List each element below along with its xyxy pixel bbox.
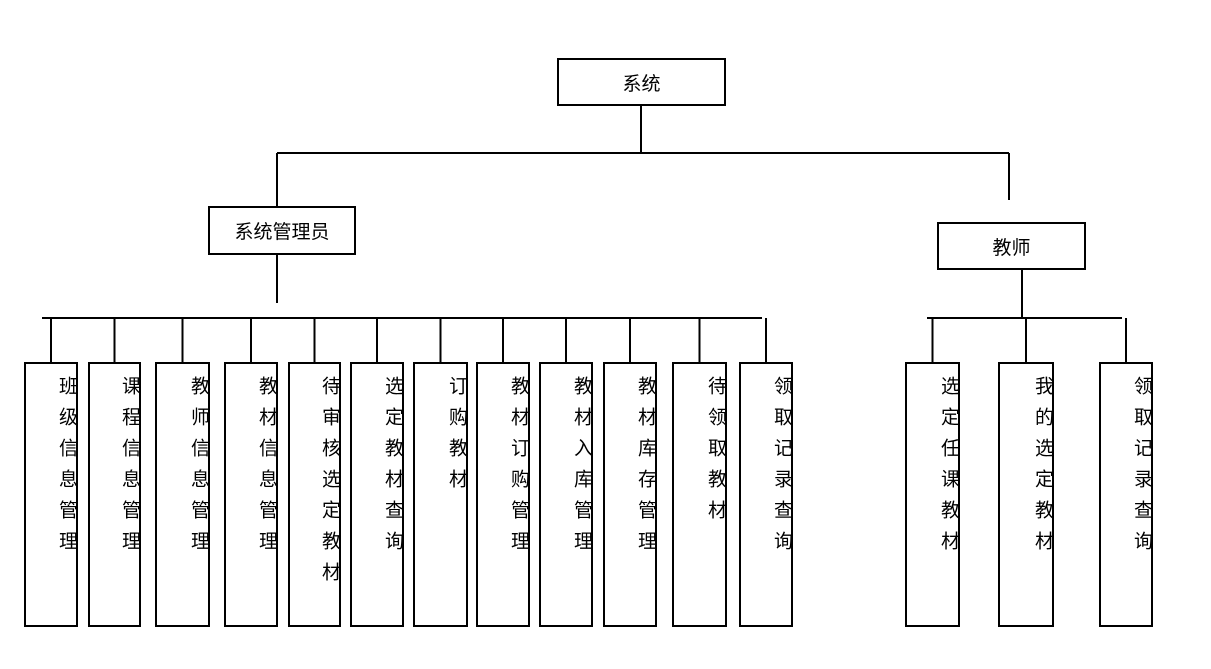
root-system-node: 系统 <box>557 58 726 106</box>
teacher-function-node: 我的选定教材 <box>998 362 1054 627</box>
admin-function-node: 待领取教材 <box>672 362 727 627</box>
root-system-label: 系统 <box>622 72 661 95</box>
teacher-function-label: 领取记录查询 <box>1131 376 1153 562</box>
admin-function-label: 待领取教材 <box>705 376 727 531</box>
admin-function-label: 订购教材 <box>446 376 468 500</box>
teacher-function-label: 我的选定教材 <box>1032 376 1054 562</box>
admin-node: 系统管理员 <box>208 206 356 255</box>
admin-function-node: 课程信息管理 <box>88 362 141 627</box>
teacher-label: 教师 <box>992 236 1031 259</box>
admin-function-label: 班级信息管理 <box>56 376 78 562</box>
admin-function-node: 教材订购管理 <box>476 362 530 627</box>
admin-function-node: 班级信息管理 <box>24 362 78 627</box>
admin-label: 系统管理员 <box>234 221 330 243</box>
admin-function-node: 教材信息管理 <box>224 362 278 627</box>
admin-function-node: 领取记录查询 <box>739 362 793 627</box>
admin-function-label: 教材入库管理 <box>571 376 593 562</box>
admin-function-label: 课程信息管理 <box>119 376 141 562</box>
admin-function-node: 选定教材查询 <box>350 362 404 627</box>
admin-function-label: 选定教材查询 <box>382 376 404 562</box>
admin-function-node: 教师信息管理 <box>155 362 210 627</box>
teacher-function-label: 选定任课教材 <box>938 376 960 562</box>
admin-function-node: 教材库存管理 <box>603 362 657 627</box>
admin-function-label: 教材信息管理 <box>256 376 278 562</box>
admin-function-node: 教材入库管理 <box>539 362 593 627</box>
admin-function-label: 教师信息管理 <box>188 376 210 562</box>
teacher-function-node: 选定任课教材 <box>905 362 960 627</box>
teacher-function-node: 领取记录查询 <box>1099 362 1153 627</box>
admin-function-node: 订购教材 <box>413 362 468 627</box>
admin-function-label: 教材订购管理 <box>508 376 530 562</box>
admin-function-label: 教材库存管理 <box>635 376 657 562</box>
admin-function-node: 待审核选定教材 <box>288 362 341 627</box>
admin-function-label: 领取记录查询 <box>771 376 793 562</box>
teacher-node: 教师 <box>937 222 1086 270</box>
admin-function-label: 待审核选定教材 <box>319 376 341 593</box>
